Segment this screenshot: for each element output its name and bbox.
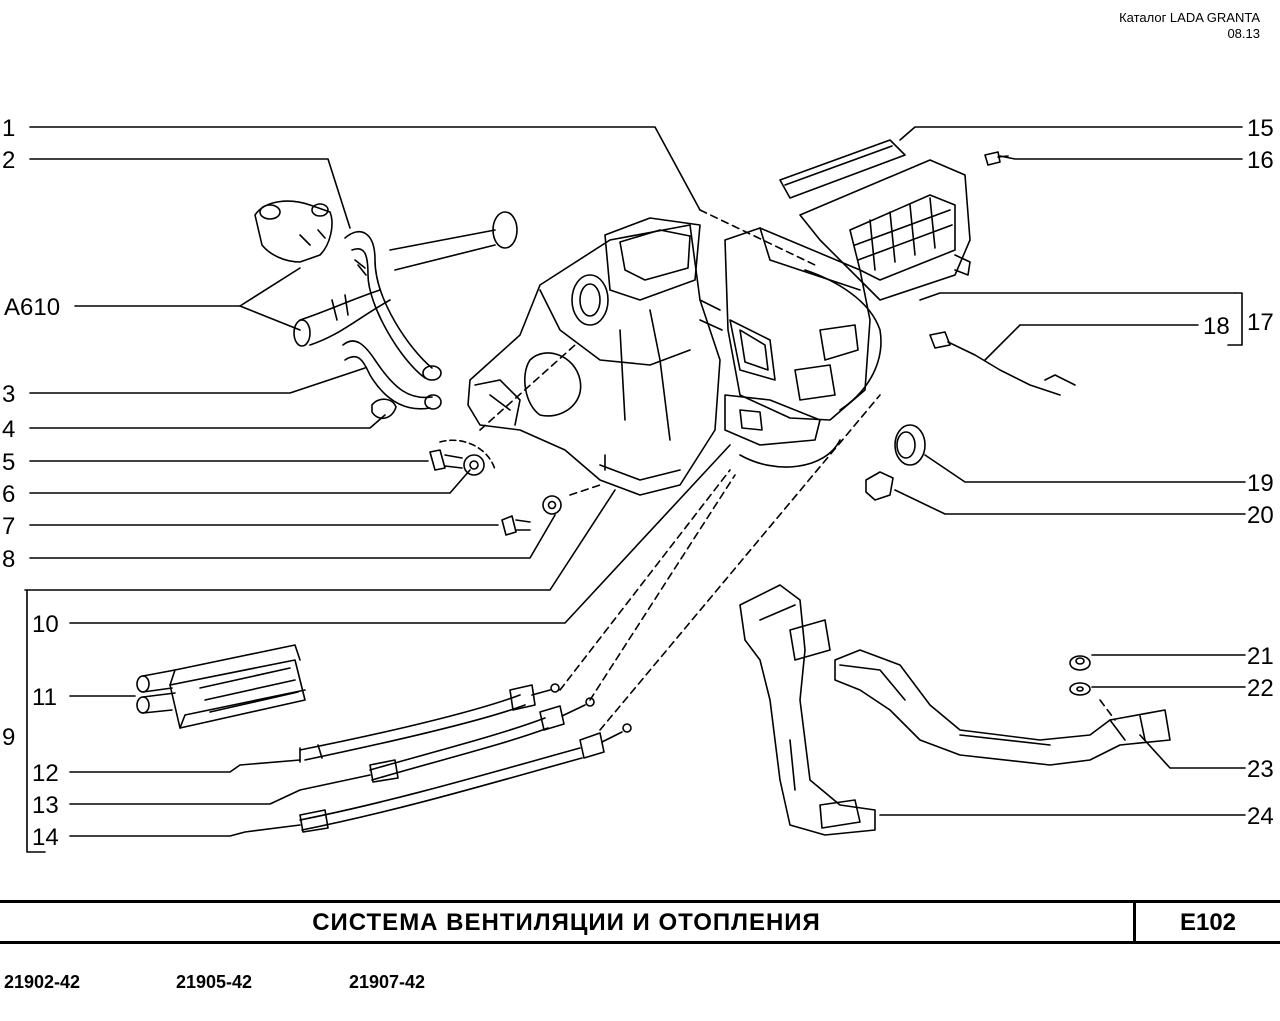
title-divider [1133,903,1136,941]
heater-core [136,644,306,729]
callout-3: 3 [2,381,15,408]
title-bar: СИСТЕМА ВЕНТИЛЯЦИИ И ОТОПЛЕНИЯ E102 [0,900,1280,944]
leader-lines-right [879,126,1246,816]
callout-11: 11 [32,684,57,711]
callout-2: 2 [2,147,15,174]
model-code: 21907-42 [349,972,426,992]
callout-19: 19 [1247,470,1274,497]
air-ducts [739,584,1171,836]
callout-10: 10 [32,611,59,638]
temperature-sensor [929,331,1076,396]
callout-24: 24 [1247,803,1274,830]
callout-20: 20 [1247,502,1274,529]
parts-diagram: 1 2 A610 3 4 5 6 7 8 9 10 11 12 13 14 15… [2,115,1274,853]
model-code: 21905-42 [176,972,253,992]
page-code: E102 [1179,909,1237,936]
catalog-name: Каталог LADA GRANTA [1119,10,1260,25]
model-code: 21902-42 [4,972,81,992]
section-title: СИСТЕМА ВЕНТИЛЯЦИИ И ОТОПЛЕНИЯ [312,909,821,936]
heater-housing [467,217,723,496]
callout-14: 14 [32,824,59,851]
callout-4: 4 [2,416,15,443]
callout-9: 9 [2,724,15,751]
model-list: 21902-42 21905-42 21907-42 [0,972,1280,1000]
callout-12: 12 [32,760,59,787]
callout-23: 23 [1247,756,1274,783]
assembly-guides [479,209,1116,731]
callout-1: 1 [2,115,15,142]
callout-18: 18 [1203,313,1230,340]
control-knobs [865,424,926,501]
callout-7: 7 [2,513,15,540]
distribution-housing [724,227,882,468]
fasteners [429,439,562,536]
callout-16: 16 [1247,147,1274,174]
catalog-date: 08.13 [1227,26,1260,41]
catalog-header: Каталог LADA GRANTA 08.13 [1119,10,1260,42]
control-cables [299,683,632,833]
callout-13: 13 [32,792,59,819]
callout-5: 5 [2,449,15,476]
coolant-pipes-and-hoses [254,200,518,420]
callout-21: 21 [1247,643,1274,670]
callout-6: 6 [2,481,15,508]
callout-labels: 1 2 A610 3 4 5 6 7 8 9 10 11 12 13 14 15… [2,115,1274,851]
callout-a610: A610 [4,294,60,321]
blower-and-filter [779,139,1009,301]
leader-lines-left [24,126,731,853]
callout-22: 22 [1247,675,1274,702]
callout-8: 8 [2,546,15,573]
callout-15: 15 [1247,115,1274,142]
callout-17: 17 [1247,309,1274,336]
